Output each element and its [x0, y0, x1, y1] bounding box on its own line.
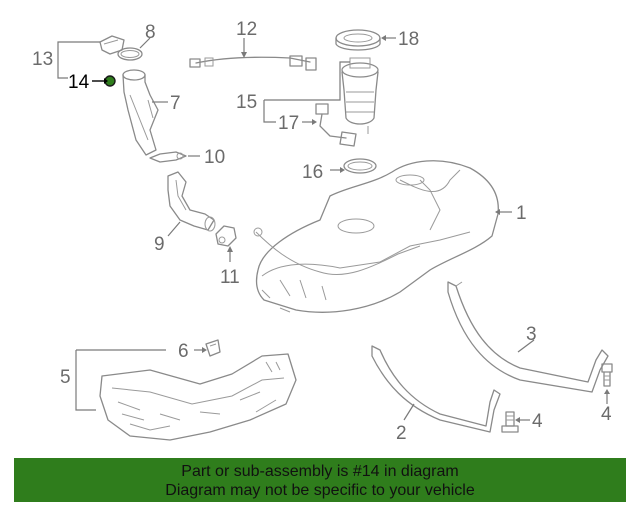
callout-8[interactable]: 8	[145, 22, 156, 43]
part-2-strap	[371, 345, 501, 433]
notice-line-1: Part or sub-assembly is #14 in diagram	[181, 463, 459, 480]
leader-9	[167, 221, 181, 237]
part-16-gasket	[343, 158, 377, 174]
leader-6-arrow	[202, 347, 207, 353]
callout-14[interactable]: 14	[68, 72, 90, 93]
part-11-clamp	[215, 225, 237, 247]
leader-15	[263, 61, 350, 123]
leader-13	[57, 41, 100, 79]
part-5-heat-shield	[99, 353, 297, 441]
leader-16-arrow	[340, 167, 345, 173]
callout-10[interactable]: 10	[204, 147, 225, 168]
leader-3	[517, 339, 535, 353]
callout-17[interactable]: 17	[278, 113, 299, 134]
part-15-fuel-pump	[341, 57, 379, 134]
leader-1-arrow	[495, 209, 500, 215]
notice-line-2: Diagram may not be specific to your vehi…	[165, 482, 475, 499]
leader-2	[403, 403, 415, 421]
callout-6[interactable]: 6	[178, 341, 189, 362]
callout-7[interactable]: 7	[170, 93, 181, 114]
leader-11-arrow	[227, 246, 233, 252]
callout-9[interactable]: 9	[154, 234, 165, 255]
callout-4-center[interactable]: 4	[532, 411, 543, 432]
notice-banner: Part or sub-assembly is #14 in diagram D…	[14, 458, 626, 502]
callout-4-right[interactable]: 4	[601, 404, 612, 425]
leader-18-arrow	[381, 35, 386, 41]
leader-12-arrow	[241, 52, 247, 58]
callout-18[interactable]: 18	[398, 29, 419, 50]
callout-15[interactable]: 15	[236, 92, 257, 113]
callout-1[interactable]: 1	[516, 203, 527, 224]
callout-16[interactable]: 16	[302, 162, 323, 183]
part-4-bolt-right	[601, 363, 613, 387]
part-10-clamp	[149, 151, 187, 163]
leader-4a-arrow	[515, 417, 520, 423]
leader-8	[139, 37, 151, 49]
part-1-fuel-tank	[253, 160, 499, 313]
leader-14-arrow	[104, 78, 108, 84]
part-3-strap	[447, 281, 609, 393]
part-17-sender	[315, 103, 357, 147]
part-8-seal	[117, 47, 143, 61]
callout-12[interactable]: 12	[236, 19, 257, 40]
part-13-bracket	[99, 35, 125, 55]
leader-5	[75, 349, 166, 411]
callout-2[interactable]: 2	[396, 423, 407, 444]
parts-diagram: 13 14 8 7 10 9 11	[32, 19, 613, 444]
callout-13[interactable]: 13	[32, 49, 53, 70]
leader-4b-arrow	[604, 389, 610, 394]
part-9-hose	[167, 171, 216, 232]
callout-11[interactable]: 11	[220, 267, 240, 288]
callout-3[interactable]: 3	[526, 324, 537, 345]
part-12-harness	[189, 55, 317, 71]
part-6-clip	[205, 339, 221, 357]
part-18-lock-ring	[335, 29, 381, 51]
part-7-filler-neck	[122, 69, 159, 156]
leader-17-arrow	[312, 119, 317, 125]
part-4-bolt-center	[501, 411, 519, 433]
callout-5[interactable]: 5	[60, 367, 71, 388]
